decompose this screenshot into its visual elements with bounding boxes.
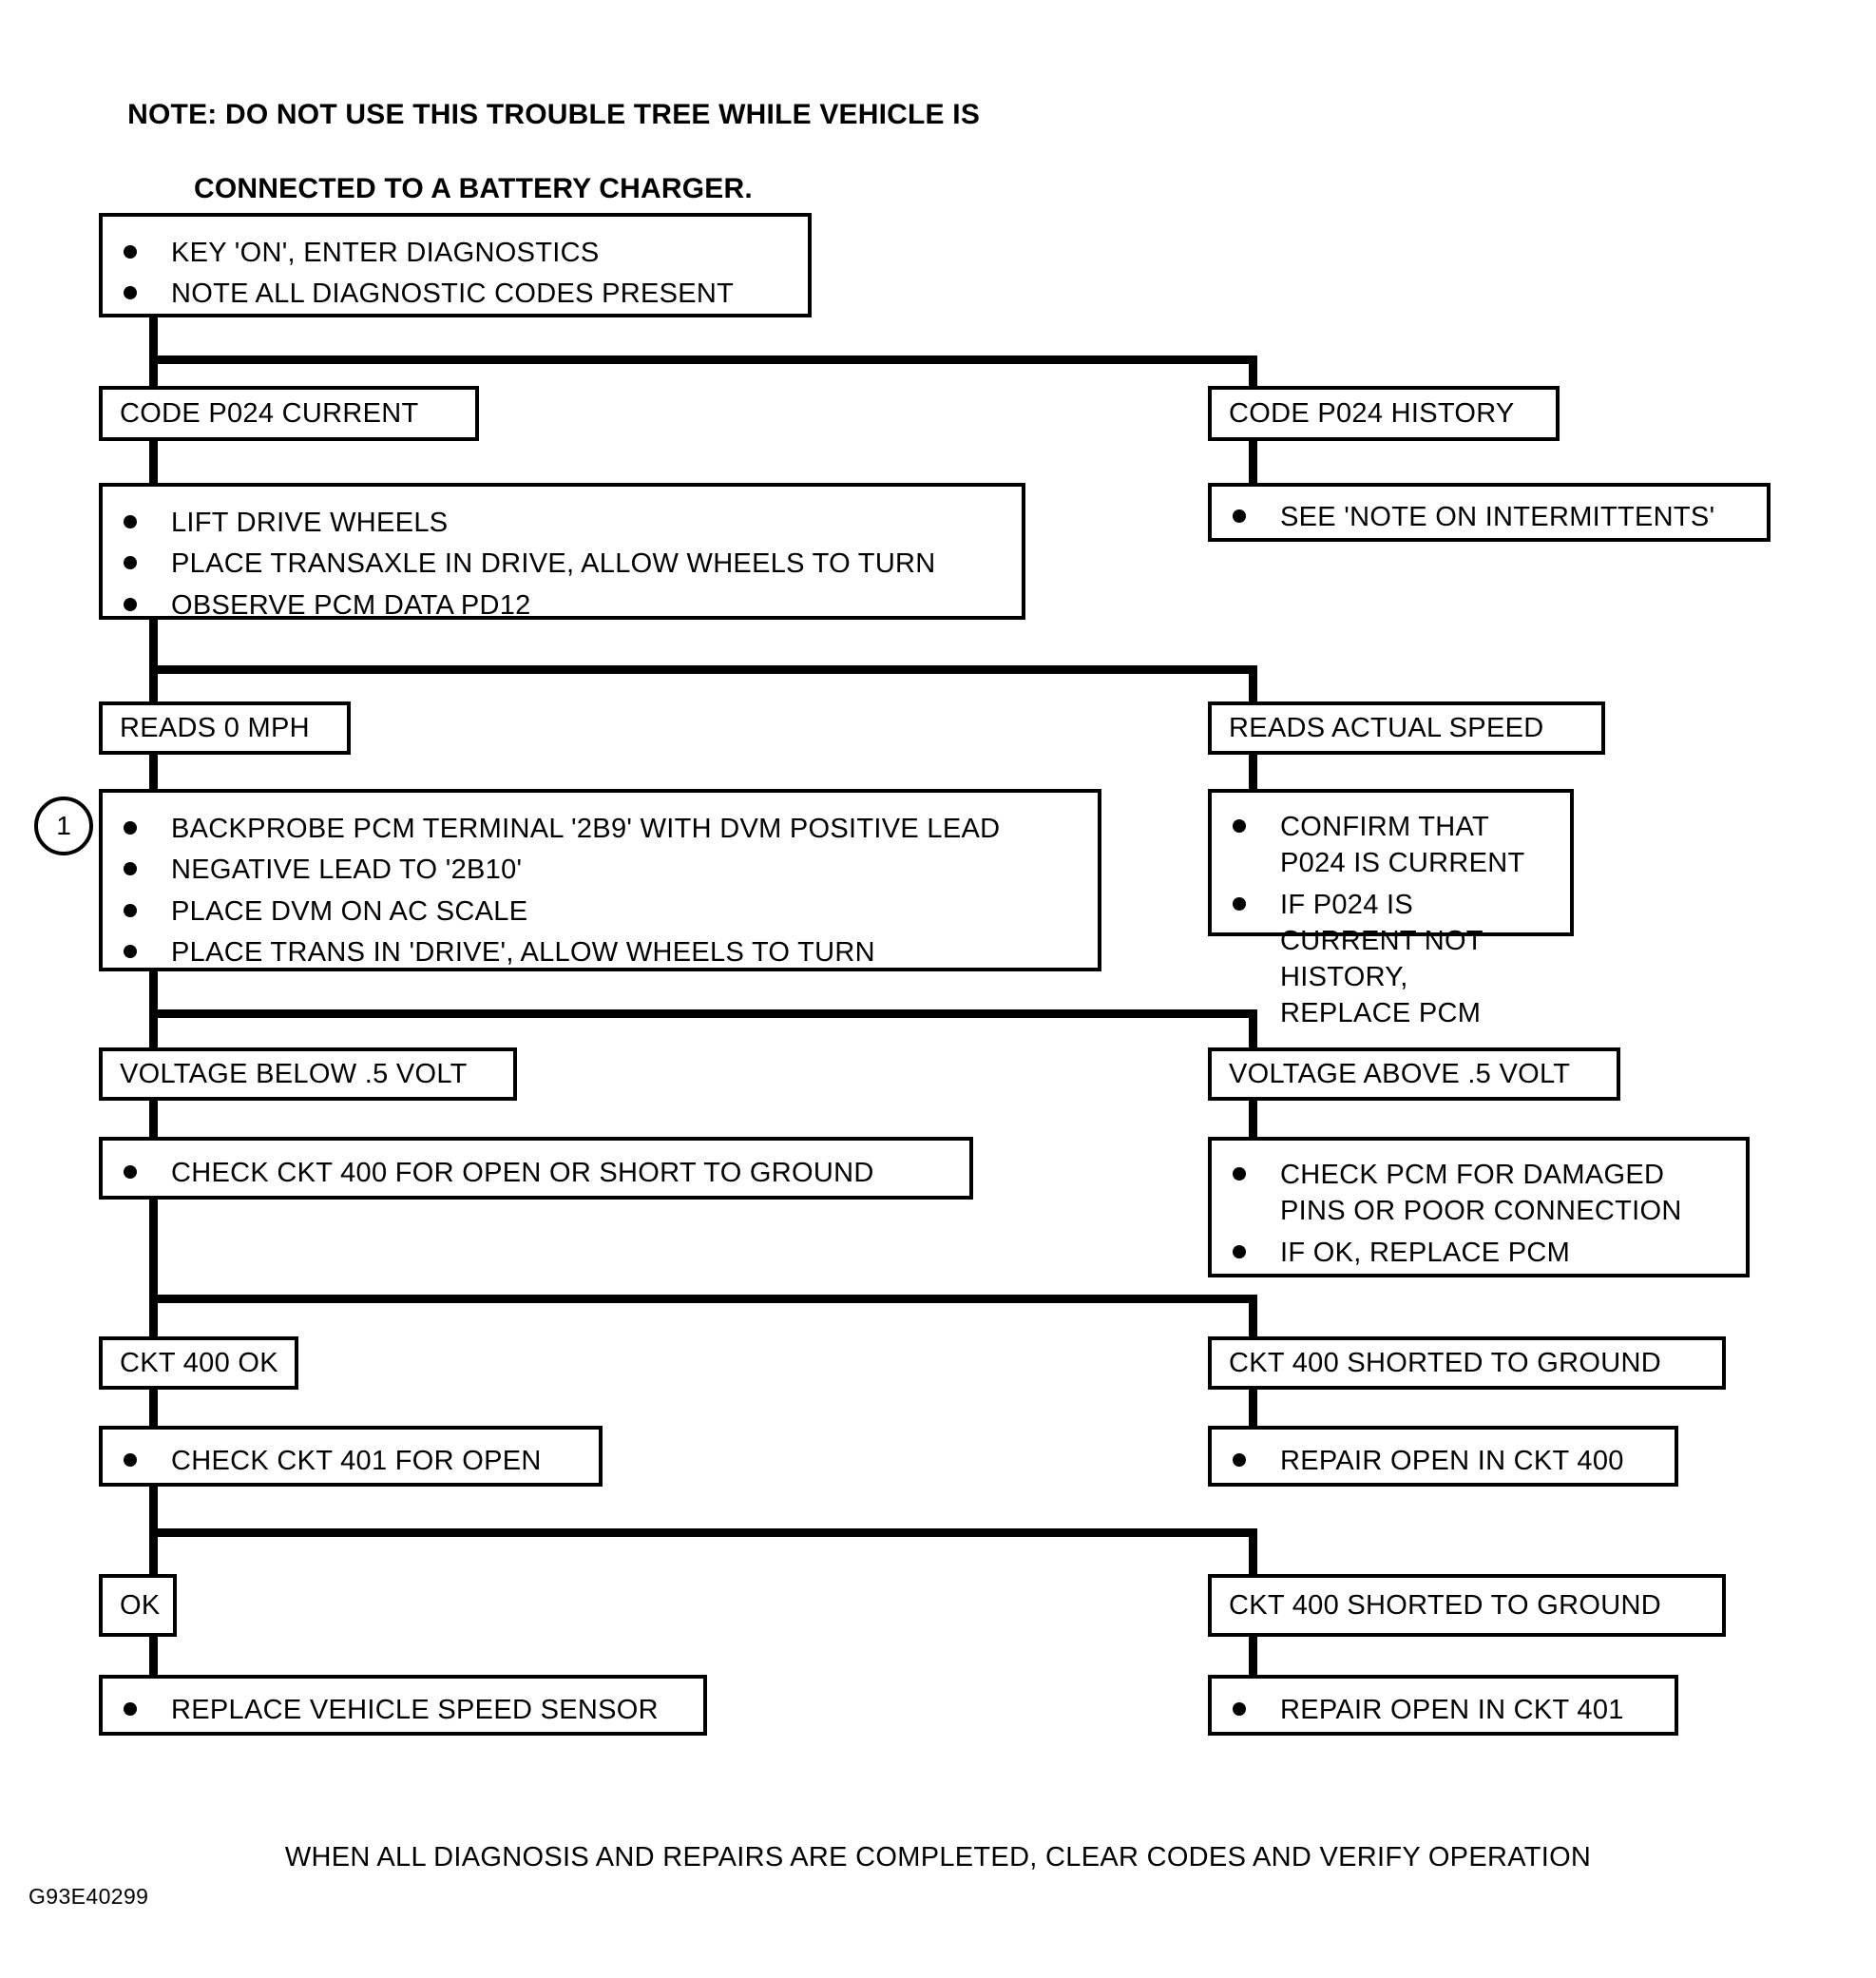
node-repair-open-ckt400[interactable]: REPAIR OPEN IN CKT 400: [1208, 1426, 1678, 1487]
connector-voltage-below-down: [149, 1009, 158, 1051]
bullet-dot-icon: [1233, 896, 1246, 911]
bullet-dot-icon: [124, 286, 137, 300]
connector-reads-actual-down: [1249, 665, 1257, 705]
bullet-dot-icon: [1233, 1244, 1246, 1258]
connector-split-final: [149, 1528, 1257, 1537]
bullet-item: CHECK CKT 400 FOR OPEN OR SHORT TO GROUN…: [124, 1155, 954, 1191]
connector-current-to-lift: [149, 437, 158, 487]
bullet-dot-icon: [124, 1702, 137, 1716]
connector-shorted-to-repair400: [1249, 1388, 1257, 1428]
bullet-dot-icon: [1233, 1453, 1246, 1467]
bullet-dot-icon: [124, 597, 137, 611]
node-see-note-on-intermittents[interactable]: SEE 'NOTE ON INTERMITTENTS': [1208, 483, 1771, 542]
connector-ckt400-shorted-down: [1249, 1295, 1257, 1340]
connector-check401-down: [149, 1485, 158, 1538]
bullet-dot-icon: [1233, 509, 1246, 523]
connector-ckt400-ok-down: [149, 1295, 158, 1340]
bullet-item: CONFIRM THAT P024 IS CURRENT: [1233, 809, 1555, 882]
connector-ok-down: [149, 1528, 158, 1578]
node-ckt400-shorted-b[interactable]: CKT 400 SHORTED TO GROUND: [1208, 1574, 1726, 1637]
bullet-item: BACKPROBE PCM TERMINAL '2B9' WITH DVM PO…: [124, 811, 1082, 847]
connector-split-voltage: [149, 1009, 1257, 1018]
footer-instruction: WHEN ALL DIAGNOSIS AND REPAIRS ARE COMPL…: [284, 1842, 1592, 1872]
node-replace-vehicle-speed-sensor[interactable]: REPLACE VEHICLE SPEED SENSOR: [99, 1675, 707, 1736]
node-reads-0-mph[interactable]: READS 0 MPH: [99, 701, 351, 755]
bullet-item: REPAIR OPEN IN CKT 401: [1233, 1692, 1659, 1728]
connector-reads-zero-to-backprobe: [149, 749, 158, 793]
bullet-item: KEY 'ON', ENTER DIAGNOSTICS: [124, 235, 793, 271]
bullet-dot-icon: [124, 245, 137, 259]
bullet-item: PLACE TRANSAXLE IN DRIVE, ALLOW WHEELS T…: [124, 546, 1006, 582]
connector-voltage-above-down: [1249, 1009, 1257, 1051]
bullet-item: LIFT DRIVE WHEELS: [124, 505, 1006, 541]
connector-ok-to-replace-vss: [149, 1637, 158, 1677]
bullet-item: SEE 'NOTE ON INTERMITTENTS': [1233, 499, 1752, 535]
bullet-item: IF P024 IS CURRENT NOT HISTORY, REPLACE …: [1233, 887, 1555, 1032]
bullet-dot-icon: [124, 515, 137, 528]
figure-id-code: G93E40299: [29, 1884, 149, 1909]
connector-voltage-below-to-check400: [149, 1098, 158, 1140]
bullet-item: REPAIR OPEN IN CKT 400: [1233, 1443, 1659, 1479]
node-lift-drive-wheels[interactable]: LIFT DRIVE WHEELS PLACE TRANSAXLE IN DRI…: [99, 483, 1025, 621]
node-reads-actual-speed[interactable]: READS ACTUAL SPEED: [1208, 701, 1605, 755]
bullet-item: PLACE TRANS IN 'DRIVE', ALLOW WHEELS TO …: [124, 934, 1082, 970]
node-ok[interactable]: OK: [99, 1574, 177, 1637]
node-ckt400-shorted-a[interactable]: CKT 400 SHORTED TO GROUND: [1208, 1336, 1726, 1390]
connector-backprobe-down: [149, 971, 158, 1030]
connector-start-down: [149, 314, 158, 363]
node-code-p024-history[interactable]: CODE P024 HISTORY: [1208, 386, 1560, 441]
warning-note-line2: CONNECTED TO A BATTERY CHARGER.: [194, 173, 753, 204]
bullet-item: PLACE DVM ON AC SCALE: [124, 893, 1082, 930]
connector-shorted-b-down: [1249, 1528, 1257, 1578]
connector-history-to-intermittents: [1249, 437, 1257, 487]
connector-ckt400ok-to-check401: [149, 1388, 158, 1428]
connector-split-codes: [149, 355, 1257, 364]
connector-voltage-above-to-checkpcm: [1249, 1098, 1257, 1140]
node-start[interactable]: KEY 'ON', ENTER DIAGNOSTICS NOTE ALL DIA…: [99, 213, 812, 317]
connector-reads-actual-to-confirm: [1249, 749, 1257, 793]
connector-code-current-down: [149, 355, 158, 390]
bullet-item: CHECK PCM FOR DAMAGED PINS OR POOR CONNE…: [1233, 1157, 1731, 1230]
warning-note-line1: NOTE: DO NOT USE THIS TROUBLE TREE WHILE…: [127, 99, 981, 130]
bullet-dot-icon: [124, 1165, 137, 1179]
bullet-item: IF OK, REPLACE PCM: [1233, 1235, 1731, 1271]
step-marker-1: 1: [34, 797, 93, 855]
node-check-pcm-pins[interactable]: CHECK PCM FOR DAMAGED PINS OR POOR CONNE…: [1208, 1137, 1750, 1277]
bullet-dot-icon: [1233, 1167, 1246, 1181]
node-check-ckt401[interactable]: CHECK CKT 401 FOR OPEN: [99, 1426, 603, 1487]
warning-note: NOTE: DO NOT USE THIS TROUBLE TREE WHILE…: [95, 59, 980, 281]
bullet-item: REPLACE VEHICLE SPEED SENSOR: [124, 1692, 688, 1728]
node-check-ckt400[interactable]: CHECK CKT 400 FOR OPEN OR SHORT TO GROUN…: [99, 1137, 973, 1200]
node-code-p024-current[interactable]: CODE P024 CURRENT: [99, 386, 479, 441]
node-confirm-p024-current[interactable]: CONFIRM THAT P024 IS CURRENT IF P024 IS …: [1208, 789, 1574, 1028]
connector-check400-down: [149, 1198, 158, 1302]
connector-code-history-down: [1249, 355, 1257, 390]
bullet-item: NEGATIVE LEAD TO '2B10': [124, 852, 1082, 888]
node-backprobe-pcm[interactable]: BACKPROBE PCM TERMINAL '2B9' WITH DVM PO…: [99, 789, 1101, 971]
bullet-dot-icon: [1233, 819, 1246, 833]
connector-split-reads: [149, 665, 1257, 674]
bullet-dot-icon: [124, 821, 137, 835]
bullet-dot-icon: [124, 1453, 137, 1467]
bullet-dot-icon: [124, 556, 137, 570]
connector-reads-zero-down: [149, 665, 158, 705]
bullet-dot-icon: [1233, 1702, 1246, 1716]
connector-split-ckt400: [149, 1295, 1257, 1303]
bullet-item: NOTE ALL DIAGNOSTIC CODES PRESENT: [124, 276, 793, 312]
bullet-dot-icon: [124, 903, 137, 917]
bullet-dot-icon: [124, 944, 137, 958]
connector-shortedb-to-repair401: [1249, 1637, 1257, 1677]
connector-lift-down: [149, 616, 158, 673]
bullet-dot-icon: [124, 862, 137, 876]
bullet-item: OBSERVE PCM DATA PD12: [124, 587, 1006, 624]
node-ckt400-ok[interactable]: CKT 400 OK: [99, 1336, 298, 1390]
node-repair-open-ckt401[interactable]: REPAIR OPEN IN CKT 401: [1208, 1675, 1678, 1736]
node-voltage-above[interactable]: VOLTAGE ABOVE .5 VOLT: [1208, 1047, 1620, 1101]
node-voltage-below[interactable]: VOLTAGE BELOW .5 VOLT: [99, 1047, 517, 1101]
bullet-item: CHECK CKT 401 FOR OPEN: [124, 1443, 584, 1479]
